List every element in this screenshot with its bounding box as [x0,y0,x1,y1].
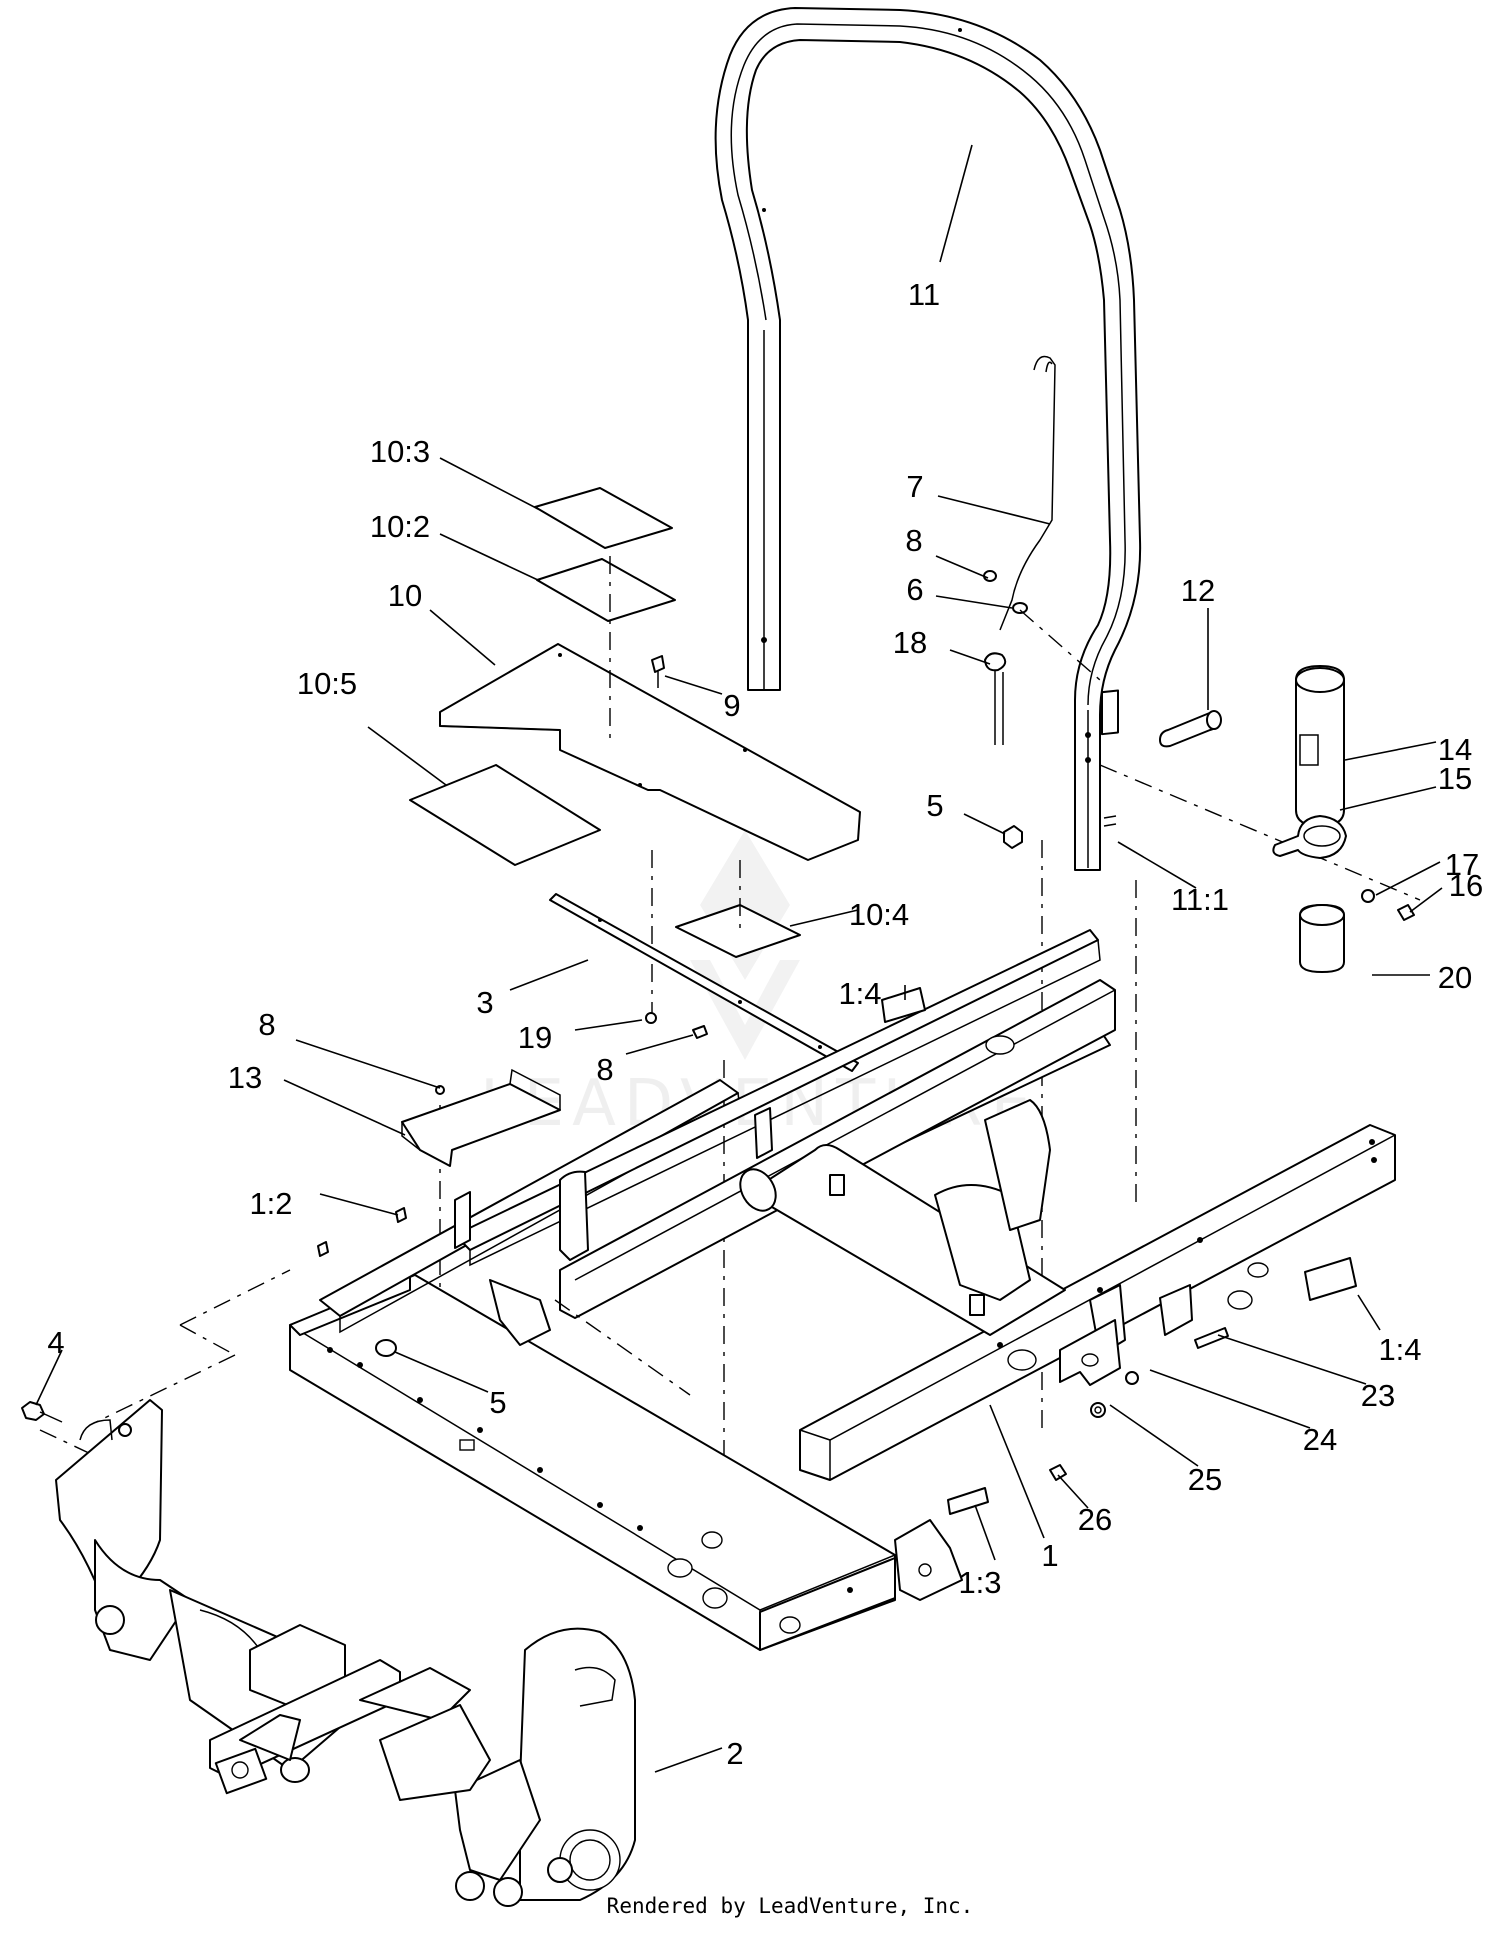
leader-17 [1375,861,1441,896]
callout-15: 15 [1438,761,1472,796]
leader-lines [35,144,1443,1773]
callout-12: 12 [1181,573,1215,608]
leader-10-3 [439,457,539,510]
callout-16: 16 [1449,868,1483,903]
footer-credit-text: Rendered by LeadVenture, Inc. [606,1894,974,1918]
leader-1-4b [1357,1294,1381,1331]
callout-13: 13 [228,1060,262,1095]
callout-19: 19 [518,1020,552,1055]
leader-4 [35,1349,63,1406]
decal-10-5 [409,764,601,866]
callout-8b: 8 [258,1007,275,1042]
callout-11: 11 [908,277,940,312]
leader-10-2 [439,533,541,582]
leader-10-5 [367,726,447,786]
leader-25 [1109,1404,1199,1467]
leader-23 [1217,1334,1367,1385]
leader-14 [1344,741,1437,761]
leader-11 [939,144,973,263]
decal-10-3 [534,487,673,549]
leader-9 [664,675,723,695]
leader-1 [989,1404,1045,1539]
bolt-12 [1159,710,1222,748]
leader-7 [937,495,1051,525]
callout-23: 23 [1361,1378,1395,1413]
leader-13 [283,1079,406,1136]
callout-10: 10 [388,578,422,613]
callout-1-2: 1:2 [249,1186,292,1221]
decal-10-2 [536,558,676,622]
callout-1-3: 1:3 [958,1565,1001,1600]
rollover-bar [714,7,1142,871]
leader-26 [1057,1474,1089,1509]
leader-3 [509,959,589,991]
bracket-13 [401,1068,561,1167]
main-frame [289,825,1396,1651]
callout-6: 6 [906,572,923,607]
callout-9: 9 [723,688,740,723]
leader-5b [394,1351,489,1393]
callout-7: 7 [906,469,923,504]
leader-1-3 [974,1504,996,1561]
leader-19 [574,1019,643,1031]
leader-6 [935,595,1013,609]
decal-1-3 [947,1487,989,1515]
leader-18 [949,649,991,665]
leader-10 [429,609,496,666]
decal-1-4b [1304,1257,1357,1301]
callout-2: 2 [726,1736,743,1771]
callout-25: 25 [1188,1462,1222,1497]
callout-11-1: 11:1 [1171,882,1229,917]
leader-16 [1409,887,1443,913]
callout-20: 20 [1438,960,1472,995]
leader-1-2 [319,1193,399,1216]
callout-14: 14 [1438,732,1472,767]
callout-8a: 8 [905,523,922,558]
decal-10-4 [675,904,801,958]
leader-11-1 [1117,841,1197,889]
callout-5a: 5 [926,788,943,823]
leader-24 [1149,1369,1311,1429]
leader-8a [935,555,989,579]
callout-24: 24 [1303,1422,1337,1457]
callout-1-4b: 1:4 [1378,1332,1421,1367]
callout-8c: 8 [596,1052,613,1087]
rollbar-pin-assembly [983,355,1101,745]
callout-10-4: 10:4 [849,897,909,932]
callout-10-3: 10:3 [370,434,430,469]
leader-8b [295,1039,441,1089]
leader-5a [963,813,1006,835]
leader-2 [654,1747,723,1773]
callout-18: 18 [893,625,927,660]
callout-1-4a: 1:4 [838,976,881,1011]
strap-3 [549,893,859,1072]
callout-17: 17 [1445,847,1479,882]
callout-5b: 5 [489,1385,506,1420]
bolt-4 [21,1401,63,1423]
leader-15 [1339,786,1437,811]
callout-4: 4 [47,1325,64,1360]
decal-1-4a [881,987,926,1023]
leader-8c [625,1034,694,1055]
callout-3: 3 [476,985,493,1020]
leader-10-4 [789,909,859,927]
callout-1: 1 [1041,1538,1058,1573]
callout-10-2: 10:2 [370,509,430,544]
canister-assembly [1272,665,1415,973]
hardware-23-26 [1049,1327,1229,1481]
callout-10-5: 10:5 [297,666,357,701]
footer-credit: Rendered by LeadVenture, Inc. [0,1894,1500,1918]
caster-axle-assembly [55,1399,636,1907]
callout-26: 26 [1078,1502,1112,1537]
floor-plate [409,487,861,958]
